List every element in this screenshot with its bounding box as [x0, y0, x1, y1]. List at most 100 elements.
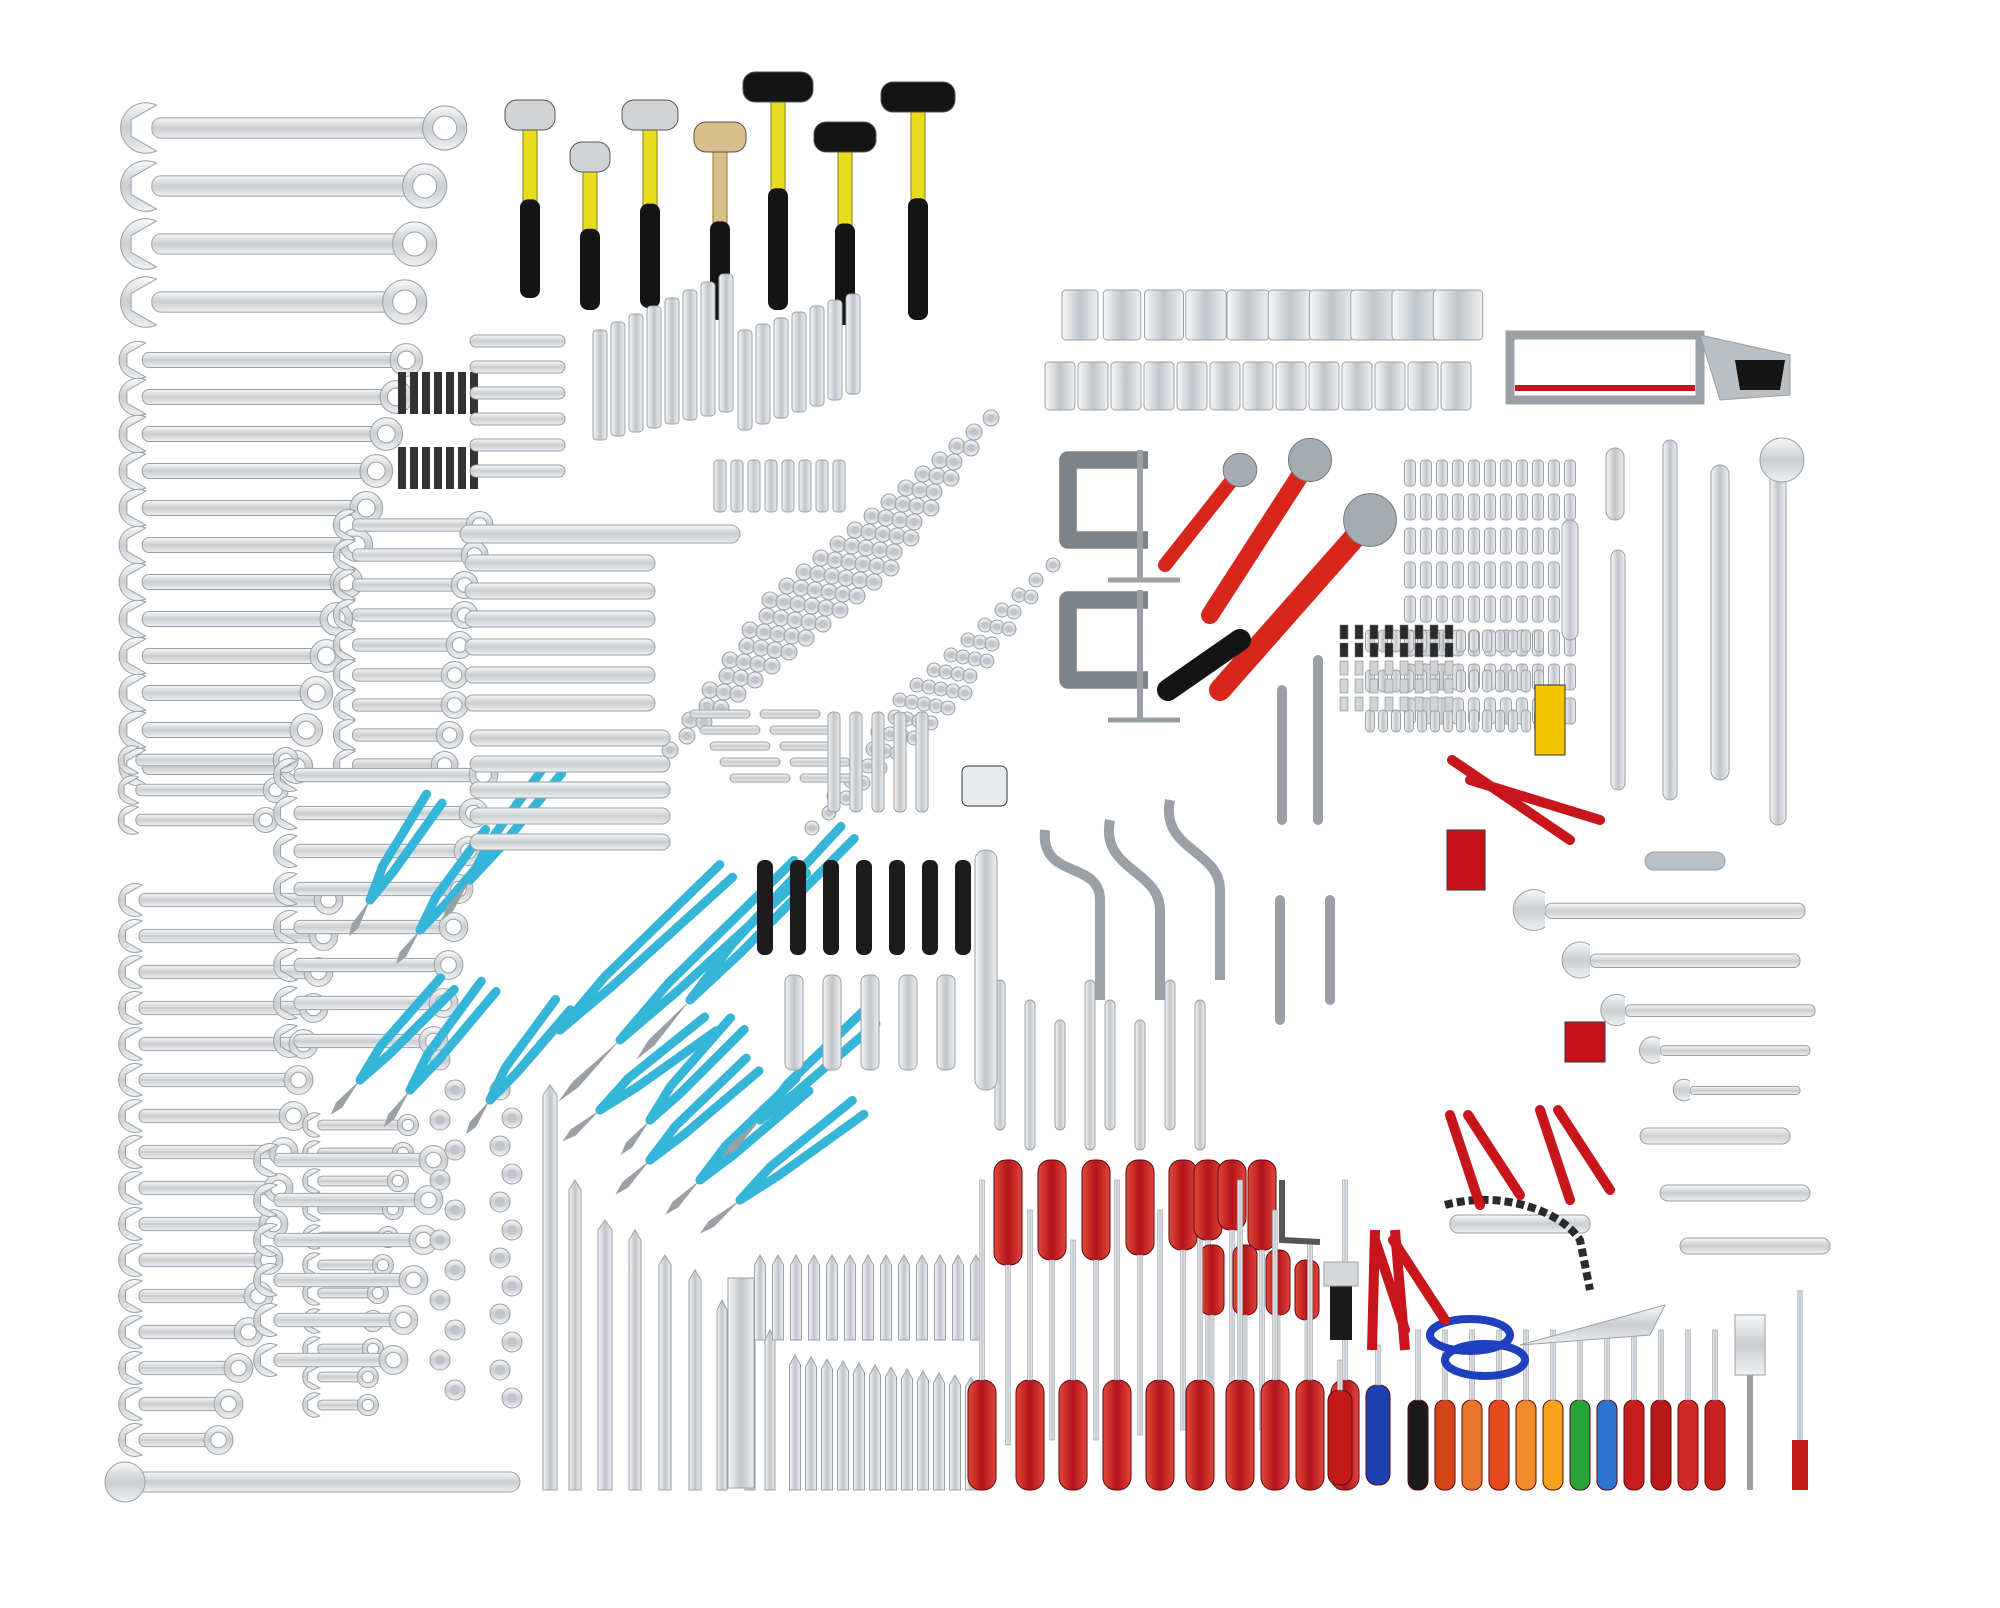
bit: [1339, 678, 1349, 694]
offset-wrench: [464, 638, 656, 656]
extension-bar: [1134, 1019, 1146, 1151]
socket: [798, 459, 812, 513]
punch: [597, 1219, 613, 1491]
socket: [1564, 459, 1576, 487]
bit: [1354, 624, 1364, 640]
bit: [1429, 624, 1439, 640]
screwdriver: [1260, 1209, 1290, 1491]
extension-bar: [1610, 549, 1626, 791]
socket: [1436, 459, 1448, 487]
punch: [933, 1371, 945, 1491]
tin-snips-blade: [1519, 1304, 1666, 1346]
open-end-wrench: [827, 711, 841, 813]
socket: [1516, 459, 1528, 487]
flex-handle: [1163, 799, 1225, 980]
bit: [1399, 642, 1409, 658]
screwdriver: [1247, 1159, 1277, 1431]
adjustable-wrench-handle: [1689, 1085, 1801, 1096]
bit: [1339, 660, 1349, 676]
ignition-wrench: [689, 709, 751, 719]
ignition-wrench: [759, 709, 821, 719]
open-end-wrench: [871, 711, 885, 813]
socket: [1482, 669, 1492, 693]
ignition-wrench: [699, 725, 761, 735]
chisel: [727, 1277, 755, 1489]
screwdriver: [1058, 1239, 1088, 1491]
bit: [1444, 624, 1454, 640]
ignition-wrench: [729, 773, 791, 783]
socket: [1484, 595, 1496, 623]
screwdriver: [1185, 1239, 1215, 1491]
bit: [1354, 660, 1364, 676]
bit: [1399, 624, 1409, 640]
socket: [1436, 595, 1448, 623]
offset-wrench: [469, 755, 671, 773]
socket: [1548, 629, 1560, 657]
socket: [1309, 289, 1355, 341]
socket: [1404, 709, 1414, 733]
punch: [805, 1355, 817, 1491]
socket: [1102, 289, 1142, 341]
offset-wrench: [464, 666, 656, 684]
punch: [628, 1229, 642, 1491]
socket: [791, 311, 807, 413]
socket: [1404, 459, 1416, 487]
pipe-wrench-jaw: [1343, 493, 1397, 547]
ignition-wrench: [719, 757, 781, 767]
socket: [1420, 527, 1432, 555]
pliers: [620, 1013, 749, 1155]
short-wrench: [469, 412, 566, 426]
combination-wrench: [253, 1303, 419, 1337]
socket: [1378, 709, 1388, 733]
socket: [1516, 561, 1528, 589]
pipe-wrench-group: [1157, 437, 1397, 701]
extension-bar: [1194, 999, 1206, 1151]
socket: [1391, 629, 1401, 653]
tin-snips-grip: [1441, 1340, 1529, 1380]
punch: [885, 1365, 897, 1491]
open-end-wrench: [849, 711, 863, 813]
socket: [1532, 459, 1544, 487]
socket: [1044, 361, 1076, 411]
holder-red: [1564, 1021, 1606, 1063]
socket: [1469, 669, 1479, 693]
pliers: [383, 976, 501, 1128]
bit: [1384, 624, 1394, 640]
scraper-blade: [1323, 1261, 1359, 1287]
socket: [1548, 459, 1560, 487]
socket: [1420, 493, 1432, 521]
offset-wrench: [464, 554, 656, 572]
open-end-wrench: [915, 711, 929, 813]
screwdriver: [967, 1179, 997, 1491]
pliers: [562, 1012, 721, 1142]
c-clamp-group: [1059, 450, 1180, 723]
socket: [827, 299, 843, 401]
punch: [568, 1179, 582, 1491]
combination-wrench: [332, 689, 469, 721]
combination-wrench: [332, 599, 479, 631]
combination-wrench: [118, 636, 344, 676]
box-wrench: [898, 974, 918, 1071]
combination-wrench: [118, 1423, 234, 1457]
socket: [773, 317, 789, 419]
combination-wrench: [118, 340, 424, 380]
socket: [815, 459, 829, 513]
combination-wrench: [118, 1171, 294, 1205]
socket: [610, 321, 626, 437]
adjustable-wrench-handle: [1589, 953, 1801, 968]
adjustable-wrench-jaw: [1512, 889, 1546, 931]
extension-bar: [1024, 999, 1036, 1151]
ratcheting-wrench: [955, 860, 971, 955]
punch: [716, 1298, 728, 1491]
ratchet-handle: [119, 1471, 521, 1493]
socket: [1341, 361, 1373, 411]
speeder-handle: [974, 849, 998, 1091]
bit: [1399, 696, 1409, 712]
flex-handle: [1103, 819, 1165, 1000]
combination-wrench: [118, 673, 334, 713]
bit: [458, 447, 466, 489]
bit: [1414, 696, 1424, 712]
bit: [1399, 660, 1409, 676]
socket: [1500, 595, 1512, 623]
pipe-wrench: [1158, 463, 1247, 572]
